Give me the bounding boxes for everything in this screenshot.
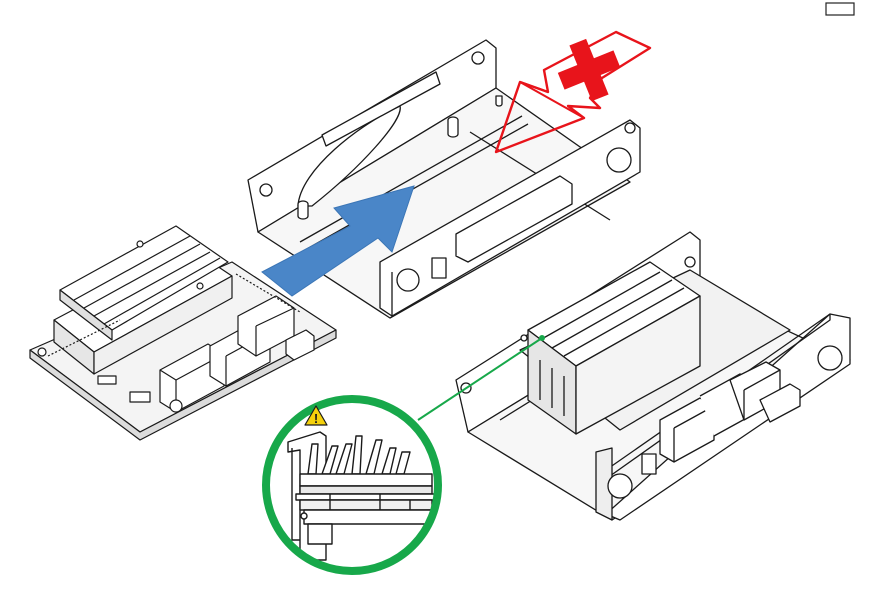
insert-direction-arrow-icon (261, 185, 415, 297)
enclosure-round-port (396, 268, 420, 292)
enclosure-square-port (431, 257, 447, 279)
assembled-enclosure (455, 231, 851, 521)
board-mount-hole (169, 399, 183, 413)
wrong-placement-cross-icon (557, 38, 621, 102)
corner-frame (825, 2, 855, 16)
developer-board (29, 225, 337, 441)
warning-symbol: ! (314, 411, 318, 426)
enclosure-round-port (607, 473, 633, 499)
zoom-detail-view (262, 395, 442, 575)
enclosure-hole (471, 51, 485, 65)
enclosure-hole (259, 183, 273, 197)
callout-anchor (539, 335, 545, 341)
enclosure-base (257, 87, 631, 319)
callout-leader-line (417, 337, 543, 421)
standoff (297, 200, 309, 220)
enclosure-square-port (641, 453, 657, 475)
enclosure-round-port (817, 345, 843, 371)
wrong-placement-outline (494, 30, 652, 154)
standoff (447, 116, 459, 138)
warning-icon: ! (304, 405, 328, 426)
zoom-circle-frame (262, 395, 442, 575)
enclosure-round-port (606, 147, 632, 173)
empty-enclosure (247, 39, 641, 319)
